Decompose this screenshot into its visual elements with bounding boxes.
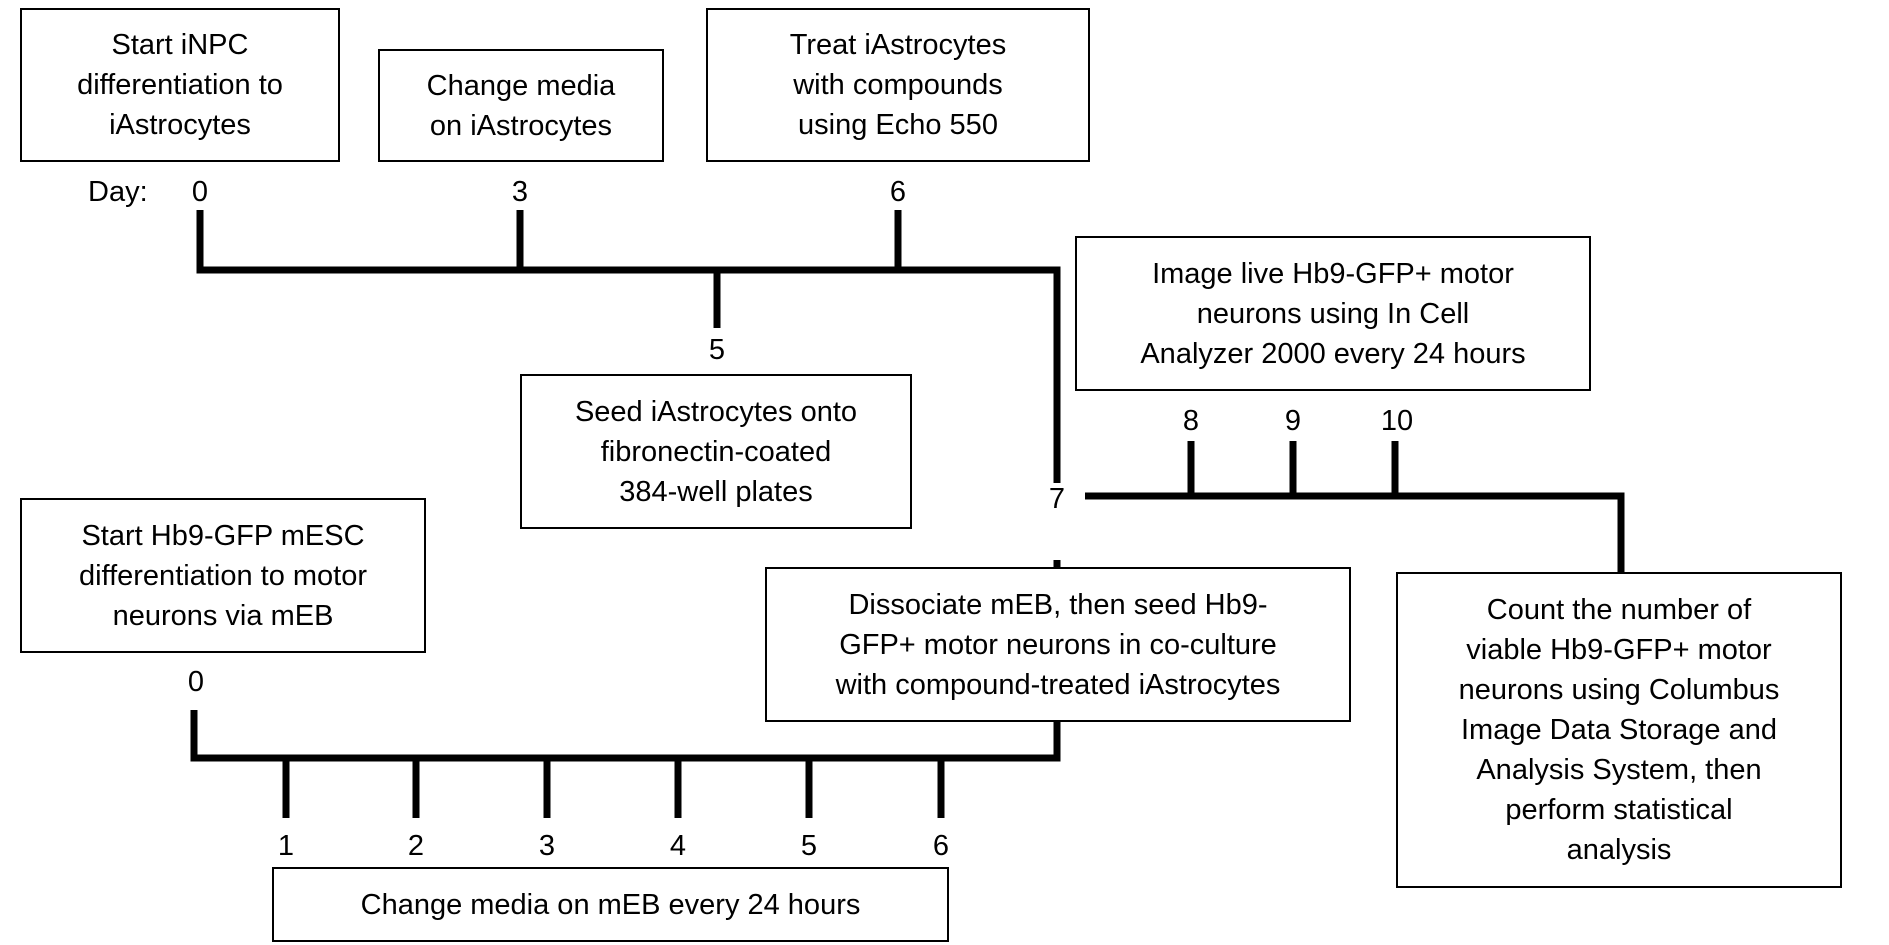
motor-day-3-label: 3 bbox=[538, 830, 556, 862]
change-media-meb-box: Change media on mEB every 24 hours bbox=[272, 867, 949, 942]
motor-day-0-label: 0 bbox=[187, 666, 205, 698]
coculture-day-8-label: 8 bbox=[1182, 405, 1200, 437]
astro-day-6-label: 6 bbox=[889, 176, 907, 208]
seed-astrocytes-box: Seed iAstrocytes onto fibronectin-coated… bbox=[520, 374, 912, 529]
day-prefix-label: Day: bbox=[88, 176, 148, 208]
coculture-day-10-label: 10 bbox=[1380, 405, 1414, 437]
motor-day-1-label: 1 bbox=[277, 830, 295, 862]
count-neurons-box: Count the number of viable Hb9-GFP+ moto… bbox=[1396, 572, 1842, 888]
astro-day-0-label: 0 bbox=[191, 176, 209, 208]
motor-day-2-label: 2 bbox=[407, 830, 425, 862]
image-live-neurons-box: Image live Hb9-GFP+ motor neurons using … bbox=[1075, 236, 1591, 391]
motor-day-5-label: 5 bbox=[800, 830, 818, 862]
coculture-day-9-label: 9 bbox=[1284, 405, 1302, 437]
junction-day-7-label: 7 bbox=[1044, 483, 1070, 515]
astrocyte-timeline-line bbox=[196, 210, 1061, 495]
coculture-timeline-line bbox=[1085, 492, 1625, 572]
motor-day-6-label: 6 bbox=[932, 830, 950, 862]
treat-compounds-box: Treat iAstrocytes with compounds using E… bbox=[706, 8, 1090, 162]
astro-day-5-label: 5 bbox=[708, 334, 726, 366]
dissociate-meb-box: Dissociate mEB, then seed Hb9- GFP+ moto… bbox=[765, 567, 1351, 722]
motor-day-4-label: 4 bbox=[669, 830, 687, 862]
start-mesc-box: Start Hb9-GFP mESC differentiation to mo… bbox=[20, 498, 426, 653]
change-media-astro-box: Change media on iAstrocytes bbox=[378, 49, 664, 162]
start-inpc-box: Start iNPC differentiation to iAstrocyte… bbox=[20, 8, 340, 162]
astro-day-3-label: 3 bbox=[511, 176, 529, 208]
